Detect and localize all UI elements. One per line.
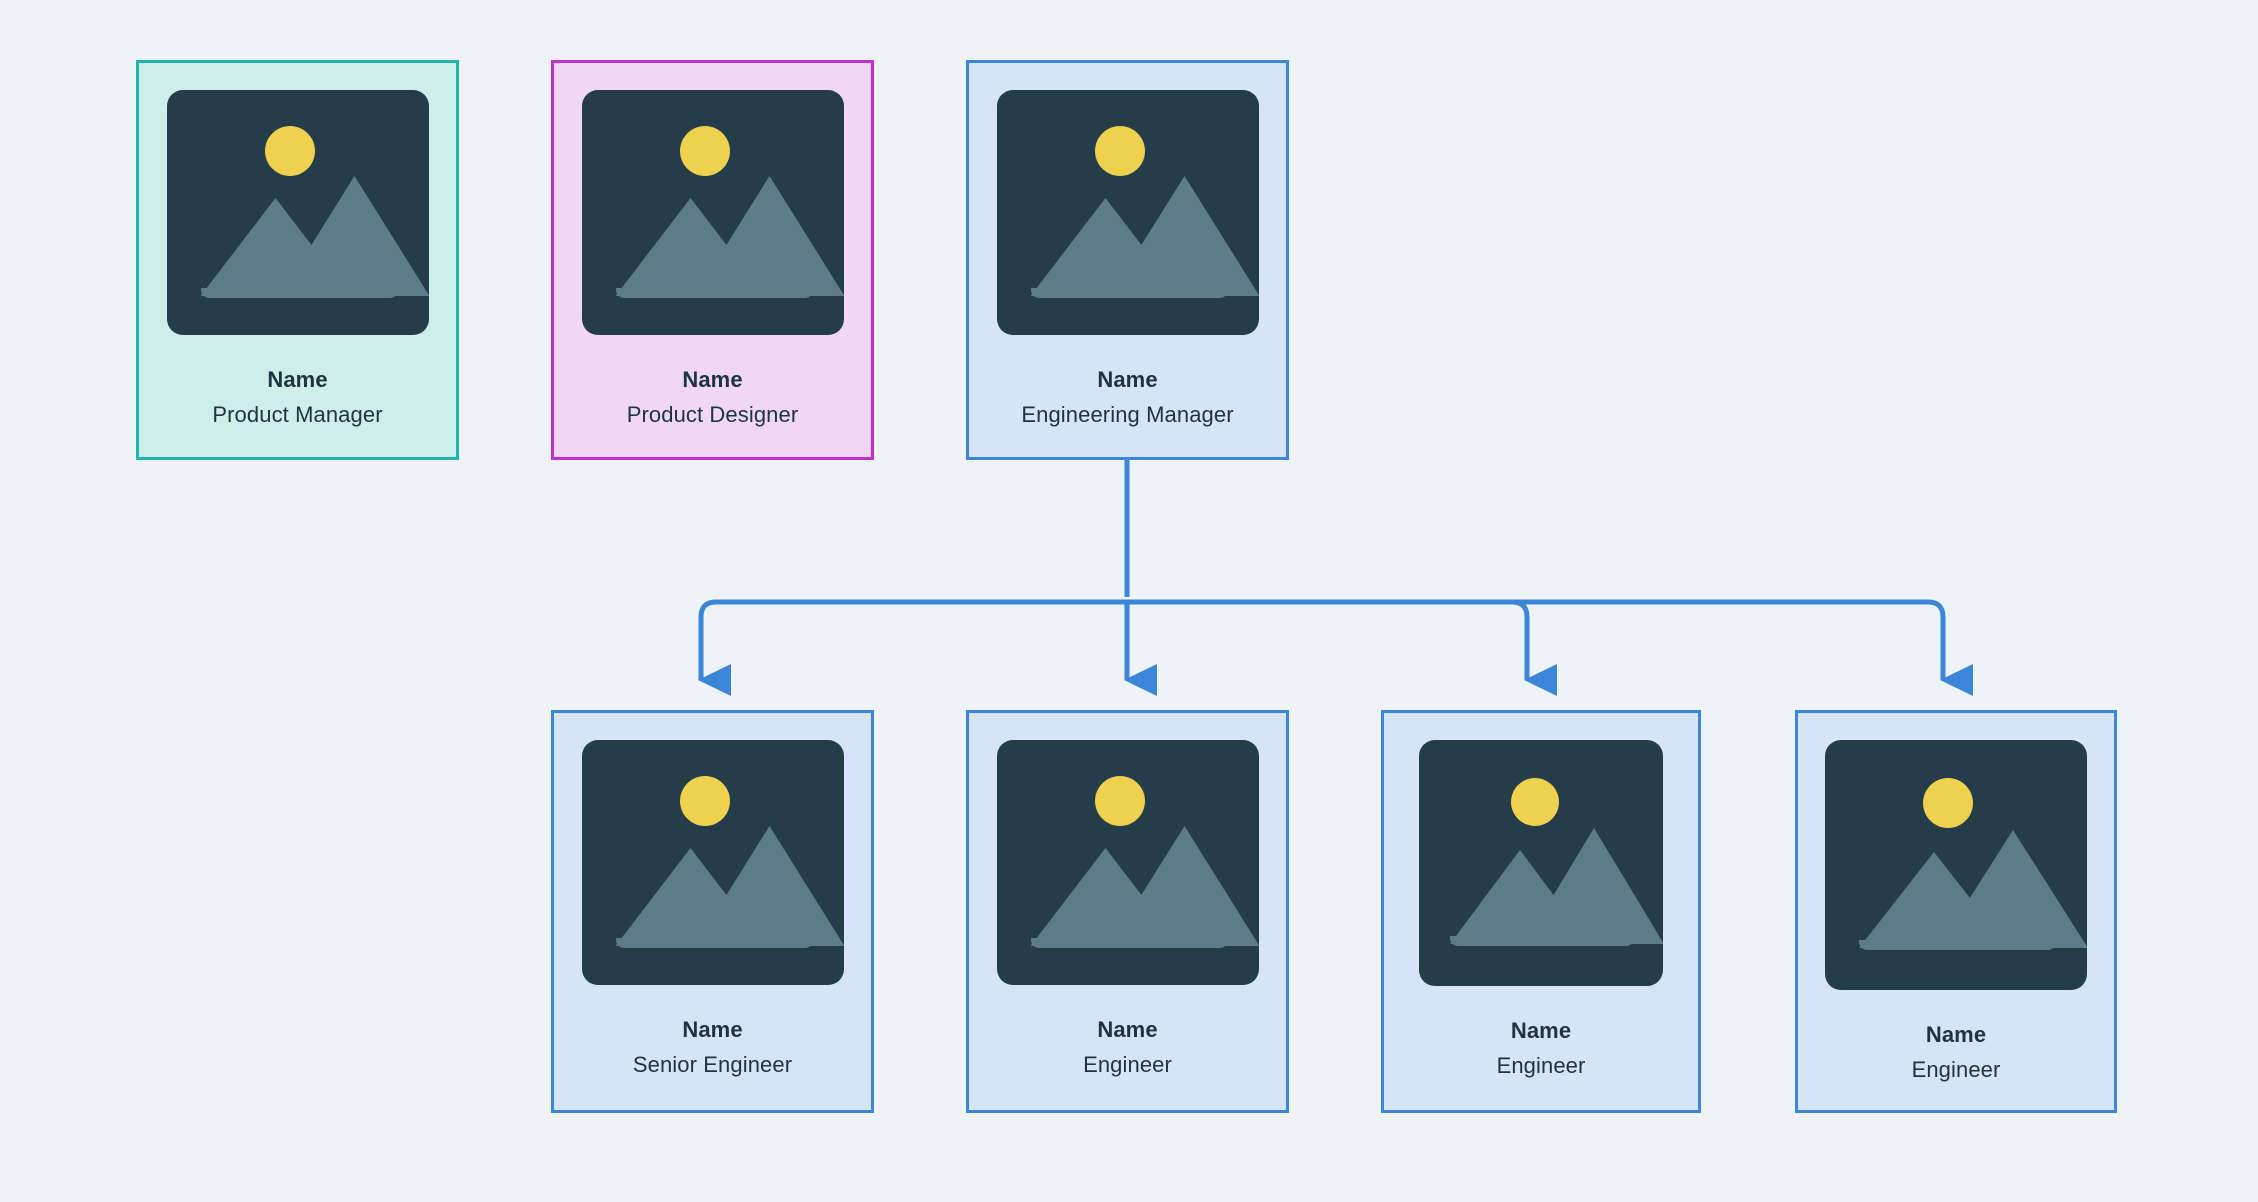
- card-engineer-1[interactable]: Name Engineer: [966, 710, 1289, 1113]
- mountain-base-shape: [615, 288, 813, 298]
- card-name: Name: [682, 1017, 743, 1042]
- card-role: Engineer: [1496, 1053, 1586, 1078]
- connector-bus-left: [698, 599, 1127, 696]
- card-role: Engineer: [1911, 1057, 2001, 1082]
- image-placeholder-icon: [166, 90, 429, 335]
- card-product-designer[interactable]: Name Product Designer: [551, 60, 874, 460]
- sun-icon: [1511, 778, 1559, 826]
- card-labels: Name Engineer: [969, 1019, 1286, 1076]
- card-name: Name: [682, 367, 743, 392]
- mountain-base-shape: [1030, 288, 1228, 298]
- card-labels: Name Engineer: [1384, 1020, 1698, 1077]
- sun-icon: [264, 126, 315, 176]
- card-role: Product Manager: [212, 402, 383, 427]
- mountain-base-shape: [1450, 936, 1634, 946]
- image-placeholder-icon: [1825, 740, 2087, 990]
- card-labels: Name Engineer: [1798, 1024, 2114, 1081]
- card-role: Engineering Manager: [1021, 402, 1234, 427]
- image-placeholder-icon: [1419, 740, 1663, 986]
- connector-bus-right-1: [1127, 599, 1557, 696]
- card-labels: Name Product Manager: [139, 369, 456, 426]
- card-name: Name: [267, 367, 328, 392]
- card-labels: Name Senior Engineer: [554, 1019, 871, 1076]
- card-labels: Name Engineering Manager: [969, 369, 1286, 426]
- sun-icon: [679, 126, 730, 176]
- card-role: Product Designer: [626, 402, 799, 427]
- mountain-base-shape: [200, 288, 398, 298]
- connector-bus-right-2: [1127, 599, 1973, 696]
- mountain-base-shape: [615, 938, 813, 948]
- card-role: Engineer: [1083, 1052, 1172, 1077]
- card-labels: Name Product Designer: [554, 369, 871, 426]
- image-placeholder-icon: [996, 90, 1259, 335]
- image-placeholder-icon: [581, 740, 844, 985]
- sun-icon: [1923, 778, 1973, 828]
- sun-icon: [679, 776, 730, 826]
- card-name: Name: [1510, 1018, 1572, 1043]
- mountain-base-shape: [1859, 940, 2056, 950]
- card-engineer-2[interactable]: Name Engineer: [1381, 710, 1701, 1113]
- sun-icon: [1094, 126, 1145, 176]
- card-product-manager[interactable]: Name Product Manager: [136, 60, 459, 460]
- card-engineer-3[interactable]: Name Engineer: [1795, 710, 2117, 1113]
- card-role: Senior Engineer: [632, 1052, 793, 1077]
- image-placeholder-icon: [996, 740, 1259, 985]
- sun-icon: [1094, 776, 1145, 826]
- card-name: Name: [1097, 367, 1158, 392]
- image-placeholder-icon: [581, 90, 844, 335]
- card-name: Name: [1097, 1017, 1158, 1042]
- card-name: Name: [1925, 1022, 1987, 1047]
- card-senior-engineer[interactable]: Name Senior Engineer: [551, 710, 874, 1113]
- mountain-base-shape: [1030, 938, 1228, 948]
- card-engineering-manager[interactable]: Name Engineering Manager: [966, 60, 1289, 460]
